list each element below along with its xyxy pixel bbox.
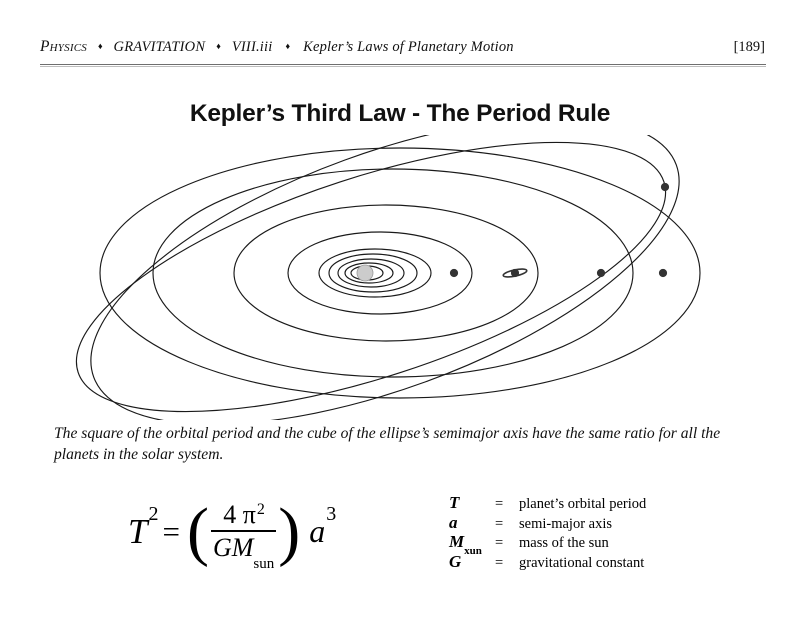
breadcrumb-item-subject: Physics xyxy=(40,38,87,55)
formula-close-paren: ) xyxy=(278,494,301,568)
orbit-ellipse-asteroids xyxy=(318,248,432,298)
orbit-ellipse-comet xyxy=(75,141,667,413)
sun-icon xyxy=(356,264,374,282)
diamond-separator-icon: ♦ xyxy=(216,41,221,51)
legend-symbol-base: G xyxy=(449,551,462,571)
orbit-ellipse-jupiter xyxy=(287,231,473,315)
legend-symbol: G xyxy=(449,553,495,570)
diamond-separator-icon: ♦ xyxy=(285,41,291,51)
legend-symbol: a xyxy=(449,514,495,531)
symbol-legend: T = planet’s orbital period a = semi-major ax… xyxy=(449,494,749,572)
formula-equals-sign: = xyxy=(162,513,180,549)
planet-body-uranus xyxy=(596,268,606,278)
legend-description: gravitational constant xyxy=(519,554,645,571)
orbit-diagram-svg xyxy=(75,135,701,420)
orbit-ellipse-neptune xyxy=(99,147,701,399)
formula-fraction: 4 π2 GMsun xyxy=(209,500,278,573)
running-header: Physics ♦ GRAVITATION ♦ VIII.iii ♦ Keple… xyxy=(40,38,765,60)
formula-rhs-variable: a3 xyxy=(309,503,337,549)
planet-markers-group xyxy=(449,182,670,278)
legend-equals-sign: = xyxy=(495,496,504,512)
formula-numerator: 4 π2 xyxy=(223,500,265,530)
legend-row: G = gravitational constant xyxy=(449,553,749,573)
planet-marker-pluto xyxy=(660,182,670,192)
legend-equals-sign: = xyxy=(495,554,504,571)
formula-fraction-bar xyxy=(210,530,277,533)
formula-denominator: GMsun xyxy=(212,533,275,573)
breadcrumb-item-section: VIII.iii xyxy=(231,39,273,55)
orbit-ellipses-group xyxy=(75,135,701,420)
planet-body-pluto xyxy=(660,182,670,192)
planet-marker-uranus xyxy=(596,268,606,278)
orbit-ellipse-uranus xyxy=(152,168,634,378)
legend-description: semi-major axis xyxy=(519,515,613,532)
orbit-ellipse-pluto xyxy=(90,135,680,420)
breadcrumb-item-chapter: Kepler’s Laws of Planetary Motion xyxy=(303,39,514,55)
formula-denominator-subscript: sun xyxy=(253,556,275,573)
legend-row: Mxun=mass of the sun xyxy=(449,532,749,558)
page-title: Kepler’s Third Law - The Period Rule xyxy=(189,100,611,127)
legend-symbol: Mxun xyxy=(449,532,495,558)
caption-text: The square of the orbital period and the… xyxy=(54,425,721,463)
legend-symbol-base: T xyxy=(449,493,460,512)
formula-lhs-variable: T2 xyxy=(128,502,159,551)
sun-group xyxy=(356,264,374,282)
orbit-ellipse-earth xyxy=(337,258,405,288)
header-divider xyxy=(40,64,766,67)
legend-row: T = planet’s orbital period xyxy=(449,494,749,514)
formula-numerator-exponent: 2 xyxy=(256,501,265,519)
planet-body-saturn xyxy=(510,268,520,278)
orbit-diagram xyxy=(55,135,765,420)
orbit-ellipse-venus xyxy=(344,262,394,284)
formula-open-paren: ( xyxy=(186,494,209,568)
orbit-ellipse-saturn xyxy=(233,204,539,342)
breadcrumb-item-topic: GRAVITATION xyxy=(113,39,206,55)
legend-symbol: T xyxy=(449,494,495,511)
breadcrumb: Physics ♦ GRAVITATION ♦ VIII.iii ♦ Keple… xyxy=(40,38,734,56)
legend-equals-sign: = xyxy=(495,515,504,532)
planet-marker-neptune xyxy=(658,268,668,278)
legend-symbol-base: a xyxy=(449,512,458,532)
orbit-ellipse-mars xyxy=(328,253,418,293)
formula-lhs-exponent: 2 xyxy=(148,502,159,525)
planet-marker-jupiter xyxy=(449,268,459,278)
formula-keplers-third-law: T2 = ( 4 π2 GMsun ) a3 xyxy=(128,492,418,573)
legend-symbol-subscript: xun xyxy=(464,545,482,558)
formula-rhs-exponent: 3 xyxy=(326,503,337,526)
legend-description: planet’s orbital period xyxy=(519,496,647,512)
legend-equals-sign: = xyxy=(495,535,504,551)
planet-body-jupiter xyxy=(449,268,459,278)
planet-body-neptune xyxy=(658,268,668,278)
diamond-separator-icon: ♦ xyxy=(97,41,103,51)
legend-symbol-base: M xyxy=(449,532,465,551)
legend-description: mass of the sun xyxy=(519,535,609,551)
legend-row: a = semi-major axis xyxy=(449,514,749,534)
page-number: [189] xyxy=(733,39,765,55)
planet-marker-saturn xyxy=(502,268,528,278)
